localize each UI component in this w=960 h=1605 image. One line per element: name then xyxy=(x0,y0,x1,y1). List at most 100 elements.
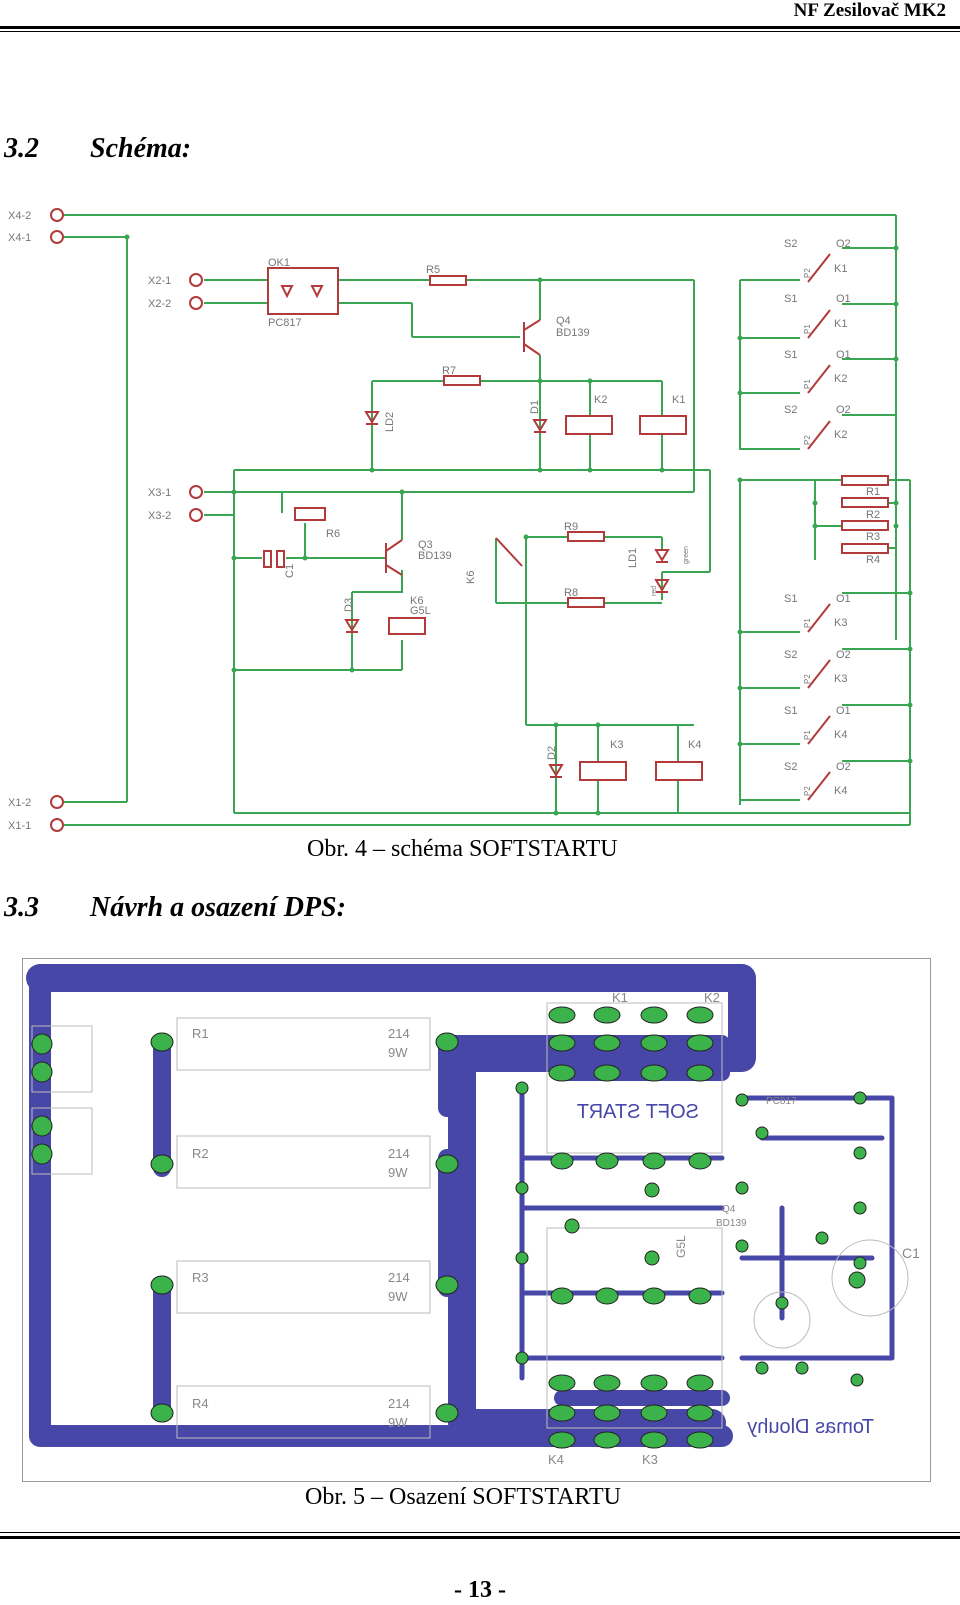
pcb-c1: C1 xyxy=(902,1245,920,1261)
label-p1-b: P1 xyxy=(803,379,812,389)
pcb-r4-watt: 9W xyxy=(388,1415,408,1430)
pcb-k3: K3 xyxy=(642,1452,658,1467)
label-r2: R2 xyxy=(866,509,880,521)
pcb-r3-watt: 9W xyxy=(388,1289,408,1304)
pcb-r3-value: 214 xyxy=(388,1270,410,1285)
label-k3-b: K3 xyxy=(834,673,847,685)
label-k2-coil: K2 xyxy=(594,394,607,406)
label-o1: O1 xyxy=(836,293,851,305)
running-header: NF Zesilovač MK2 xyxy=(793,0,946,21)
section-number: 3.2 xyxy=(4,133,39,164)
section-heading-dps: 3.3 Návrh a osazení DPS: xyxy=(4,892,346,924)
label-s2: S2 xyxy=(784,238,797,250)
label-r5: R5 xyxy=(426,264,440,276)
pcb-r1-value: 214 xyxy=(388,1026,410,1041)
label-x2-2: X2-2 xyxy=(148,298,171,310)
label-r4: R4 xyxy=(866,554,880,566)
pcb-labels: R1 R2 R3 R4 214 9W 214 9W 214 9W 214 9W … xyxy=(192,990,920,1467)
pcb-r3: R3 xyxy=(192,1270,209,1285)
pcb-outlines xyxy=(31,1002,909,1439)
label-r8: R8 xyxy=(564,587,578,599)
schematic-parts xyxy=(263,267,889,781)
header-rule-thin xyxy=(0,31,960,32)
pcb-r4-value: 214 xyxy=(388,1396,410,1411)
label-bd139-q3: BD139 xyxy=(418,550,452,562)
label-q3: Q3 xyxy=(418,539,433,551)
section-title: Návrh a osazení DPS: xyxy=(90,892,346,923)
label-r9: R9 xyxy=(564,521,578,533)
label-pc817: PC817 xyxy=(268,317,302,329)
header-rule xyxy=(0,26,960,29)
label-green: green xyxy=(683,546,690,564)
section-title: Schéma: xyxy=(90,133,192,164)
label-o2-c: O2 xyxy=(836,649,851,661)
label-p1-c: P1 xyxy=(803,618,812,628)
relay-contact-switches xyxy=(807,253,831,801)
page-number: - 13 - xyxy=(454,1577,506,1603)
label-c1: C1 xyxy=(284,564,296,578)
label-r7: R7 xyxy=(442,365,456,377)
pcb-r2: R2 xyxy=(192,1146,209,1161)
label-k4-b: K4 xyxy=(834,785,847,797)
label-s1-c: S1 xyxy=(784,593,797,605)
label-o1-c: O1 xyxy=(836,593,851,605)
relay-contact-wires xyxy=(740,247,910,801)
label-ld1: LD1 xyxy=(627,548,639,568)
pcb-softstart-text: SOFT START xyxy=(577,1101,699,1123)
resistor-bank-wires xyxy=(815,479,896,549)
schematic-labels: X4-2 X4-1 X2-1 X2-2 X3-1 X3-2 X1-2 X1-1 … xyxy=(8,210,880,832)
label-x4-2: X4-2 xyxy=(8,210,31,222)
figure-5-caption: Obr. 5 – Osazení SOFTSTARTU xyxy=(305,1484,621,1510)
label-x2-1: X2-1 xyxy=(148,275,171,287)
pcb-r2-watt: 9W xyxy=(388,1165,408,1180)
label-r1: R1 xyxy=(866,486,880,498)
pcb-pc817: PC817 xyxy=(766,1096,797,1107)
label-x4-1: X4-1 xyxy=(8,232,31,244)
pcb-r4: R4 xyxy=(192,1396,209,1411)
label-o2-d: O2 xyxy=(836,761,851,773)
pcb-g5l: G5L xyxy=(674,1235,688,1258)
label-p2-d: P2 xyxy=(803,786,812,796)
label-r6: R6 xyxy=(326,528,340,540)
pcb-k2: K2 xyxy=(704,990,720,1005)
label-k4-coil: K4 xyxy=(688,739,701,751)
pcb-bd139: BD139 xyxy=(716,1218,747,1229)
label-r3: R3 xyxy=(866,531,880,543)
label-p2-c: P2 xyxy=(803,674,812,684)
label-s1-b: S1 xyxy=(784,349,797,361)
label-ok1: OK1 xyxy=(268,257,290,269)
schematic-junctions xyxy=(124,234,913,816)
label-s2-c: S2 xyxy=(784,649,797,661)
label-d3: D3 xyxy=(343,598,355,612)
label-q4: Q4 xyxy=(556,315,571,327)
label-p2-b: P2 xyxy=(803,435,812,445)
label-k3-coil: K3 xyxy=(610,739,623,751)
label-x1-2: X1-2 xyxy=(8,797,31,809)
footer-rule xyxy=(0,1536,960,1539)
label-x1-1: X1-1 xyxy=(8,820,31,832)
label-k6: K6 xyxy=(465,571,477,584)
label-d1: D1 xyxy=(529,400,541,414)
connector-terminals xyxy=(50,208,203,832)
label-k4: K4 xyxy=(834,729,847,741)
section-heading-schema: 3.2 Schéma: xyxy=(4,133,191,165)
label-red: red xyxy=(651,586,658,596)
label-s2-d: S2 xyxy=(784,761,797,773)
label-k1-b: K1 xyxy=(834,318,847,330)
label-x3-1: X3-1 xyxy=(148,487,171,499)
label-o1-b: O1 xyxy=(836,349,851,361)
section-number: 3.3 xyxy=(4,892,39,923)
contact-pin-labels: P2 P1 P1 P2 P1 P2 P1 P2 xyxy=(803,268,812,796)
schematic-wires xyxy=(64,214,911,826)
label-k2-b: K2 xyxy=(834,429,847,441)
label-p1-d: P1 xyxy=(803,730,812,740)
label-o2-b: O2 xyxy=(836,404,851,416)
pcb-pads xyxy=(31,1006,867,1449)
transistors-and-diodes xyxy=(280,285,670,778)
pcb-k1: K1 xyxy=(612,990,628,1005)
label-k3: K3 xyxy=(834,617,847,629)
label-s1-d: S1 xyxy=(784,705,797,717)
label-s1: S1 xyxy=(784,293,797,305)
label-ld2: LD2 xyxy=(384,412,396,432)
label-x3-2: X3-2 xyxy=(148,510,171,522)
